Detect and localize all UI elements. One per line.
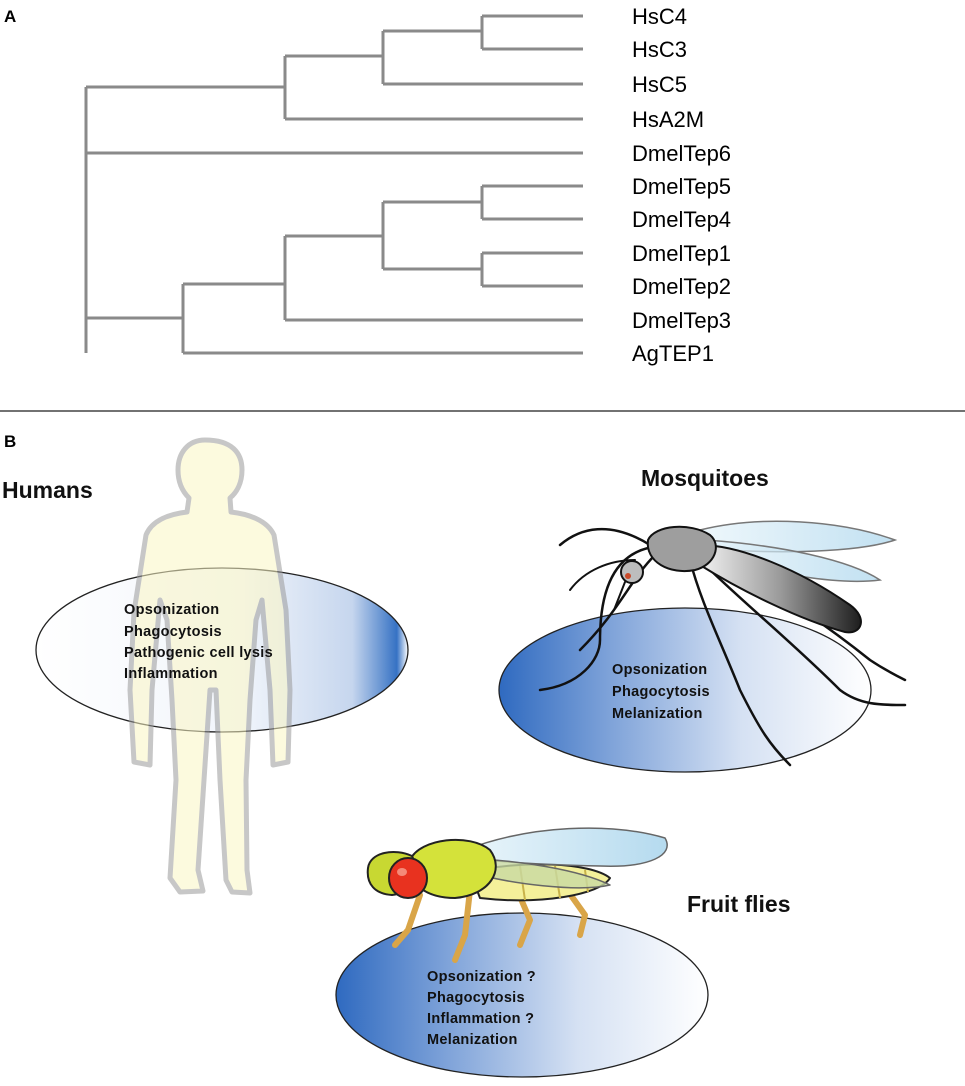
panel-b-letter: B <box>4 432 16 451</box>
fruit-flies-function: Phagocytosis <box>427 990 525 1006</box>
leaf-label: AgTEP1 <box>632 341 714 366</box>
humans-function: Inflammation <box>124 666 218 682</box>
fruit-fly-icon <box>366 827 668 963</box>
fruit-flies-function: Inflammation ? <box>427 1011 534 1027</box>
humans-function: Pathogenic cell lysis <box>124 645 273 661</box>
leaf-label: DmelTep1 <box>632 241 731 266</box>
phylogenetic-tree <box>84 14 583 355</box>
fruit-flies-group: Fruit flies <box>335 827 791 1078</box>
leaf-label: HsA2M <box>632 107 704 132</box>
panel-a-letter: A <box>4 7 16 26</box>
leaf-label: DmelTep3 <box>632 308 731 333</box>
mosquitoes-function-ellipse <box>498 607 872 773</box>
tree-leaf-labels: HsC4 HsC3 HsC5 HsA2M DmelTep6 DmelTep5 D… <box>632 4 731 366</box>
mosquitoes-function: Melanization <box>612 706 703 722</box>
leaf-label: DmelTep6 <box>632 141 731 166</box>
leaf-label: DmelTep4 <box>632 207 731 232</box>
mosquito-icon <box>538 520 907 767</box>
panel-b: B Humans Opsonization Phagocytosis Patho… <box>2 432 907 1078</box>
humans-function: Phagocytosis <box>124 624 222 640</box>
mosquitoes-group: Mosquitoes <box>498 465 907 773</box>
leaf-label: DmelTep5 <box>632 174 731 199</box>
leaf-label: HsC3 <box>632 37 687 62</box>
panel-a: A <box>4 4 731 366</box>
humans-function: Opsonization <box>124 602 219 618</box>
leaf-label: HsC5 <box>632 72 687 97</box>
fruit-flies-function: Melanization <box>427 1032 518 1048</box>
fruit-flies-function-ellipse <box>335 912 709 1078</box>
mosquitoes-title: Mosquitoes <box>641 465 769 491</box>
leaf-label: HsC4 <box>632 4 687 29</box>
mosquitoes-function: Phagocytosis <box>612 684 710 700</box>
humans-group: Humans Opsonization Phagocytosis Pathoge… <box>2 437 409 896</box>
humans-title: Humans <box>2 477 93 503</box>
human-figure-icon <box>127 437 293 896</box>
fruit-flies-title: Fruit flies <box>687 891 791 917</box>
fruit-flies-function: Opsonization ? <box>427 969 536 985</box>
leaf-label: DmelTep2 <box>632 274 731 299</box>
mosquitoes-function: Opsonization <box>612 662 707 678</box>
